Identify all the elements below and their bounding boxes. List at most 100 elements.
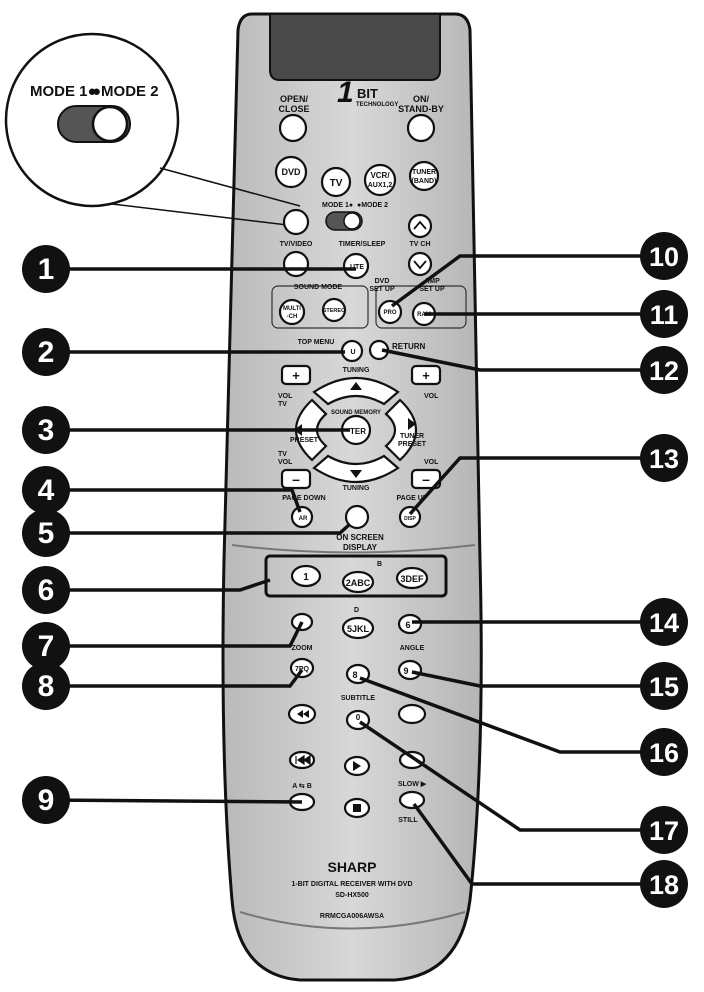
tuning-up-button[interactable] [312,376,400,406]
num-b-label: B [377,561,382,568]
tv-vol-label-2: VOL [278,459,293,466]
multi-ch-button[interactable] [278,298,306,326]
callout-circle-5 [22,509,70,557]
dvd-button[interactable] [274,155,308,189]
play-icon [353,761,361,771]
top-menu-label: TOP MENU [298,339,335,346]
callout-line-17 [359,720,664,832]
osd-label-2: DISPLAY [343,543,378,552]
callout-line-6 [46,578,271,592]
callout-circle-6 [22,566,70,614]
tv-button[interactable] [320,166,352,198]
callout-circle-7 [22,622,70,670]
amp-setup-label-2: SET UP [419,286,445,293]
tuner-band-button[interactable] [408,160,440,192]
callout-number-3: 3 [38,414,55,447]
callout-number-6: 6 [38,574,55,607]
mode-switch-knob[interactable] [343,212,361,230]
skip-forward-button[interactable] [398,750,426,770]
timer-sleep-label: TIMER/SLEEP [339,241,386,248]
callout-number-18: 18 [649,870,679,900]
mute-label: UTE [350,264,364,271]
num2-button[interactable] [341,570,375,594]
callout-circle-14 [640,598,688,646]
minus-icon-right: – [422,471,430,487]
clear-button[interactable] [290,505,314,529]
callout-line-5 [46,522,352,535]
callout-number-14: 14 [649,608,679,638]
num9-button[interactable] [397,659,423,681]
tv-vol-label-1: TV [278,451,287,458]
num5-button[interactable] [341,616,375,640]
inset-switch-knob[interactable] [91,105,129,143]
display-button[interactable] [398,505,422,529]
stereo-button[interactable] [321,297,347,323]
angle-label: ANGLE [400,645,425,652]
num6-button[interactable] [397,613,423,635]
num3-button[interactable] [395,566,429,590]
dvd-setup-button[interactable] [377,299,403,325]
tv-ch-down-button[interactable] [407,251,433,277]
callout-circle-2 [22,328,70,376]
fast-forward-button[interactable] [397,703,427,725]
tv-label: TV [330,178,343,189]
tuning-bottom-label: TUNING [343,485,370,492]
callout-circle-15 [640,662,688,710]
tv-video-button[interactable] [282,250,310,278]
tuner-preset-button[interactable] [384,398,417,462]
tv-video-label: TV/VIDEO [280,241,313,248]
callout-number-15: 15 [649,672,679,702]
callout-circle-8 [22,662,70,710]
amp-setup-label-1: AMP [424,278,440,285]
callout-number-17: 17 [649,816,679,846]
description-label: 1-BIT DIGITAL RECEIVER WITH DVD [291,881,412,888]
mute-button[interactable] [342,252,370,280]
vol-right-label: VOL [424,393,439,400]
on-standby-label-1: ON/ [413,94,430,104]
callout-line-12 [381,348,664,372]
osd-label-1: ON SCREEN [336,533,384,542]
clear-label: AR [299,516,308,522]
skip-back-icon [295,754,311,766]
stop-icon [353,804,361,812]
callout-number-8: 8 [38,670,55,703]
osd-button[interactable] [344,504,370,530]
number-group-box [264,554,448,598]
callout-line-7 [46,621,304,648]
open-close-button[interactable] [278,113,308,143]
vol-tv-down-button[interactable] [280,468,312,490]
return-label: RETURN [392,342,426,351]
model-label: SD-HX500 [335,892,369,899]
tuning-down-button[interactable] [312,454,400,484]
menu-button-label: U [350,349,355,356]
callout-line-4 [46,488,302,513]
callout-number-1: 1 [38,253,55,286]
inset-connector-top [159,167,301,207]
logo-technology: TECHNOLOGY [356,102,398,108]
sound-mode-group [271,285,369,329]
remote-bottom-curve [239,911,466,930]
num7-button[interactable] [289,657,315,679]
preset-left-label: PRESET [290,437,319,444]
chevron-down-icon [413,260,427,270]
page-up-label: PAGE UP [397,495,428,502]
vol-tv-up-button[interactable] [280,364,312,386]
callout-circle-10 [640,232,688,280]
on-standby-button[interactable] [406,113,436,143]
num1-button[interactable] [290,564,322,588]
slow-still-button[interactable] [398,790,426,810]
tv-ch-up-button[interactable] [407,213,433,239]
multi-label: MULTI [283,306,301,312]
slow-label: SLOW ▶ [398,781,427,788]
vcr-aux-button[interactable] [363,163,397,197]
callout-circle-13 [640,434,688,482]
num6-label: 6 [405,620,410,630]
callout-line-15 [411,670,664,688]
code-label: RRMCGA006AWSA [320,913,384,920]
page-down-label: PAGE DOWN [282,495,325,502]
num2-label: 2ABC [346,578,371,588]
vol-tv-left-label-2: TV [278,401,287,408]
dvd-aux-button[interactable] [282,208,310,236]
inset-connector-bottom [111,203,297,227]
vol-up-button[interactable] [410,364,442,386]
